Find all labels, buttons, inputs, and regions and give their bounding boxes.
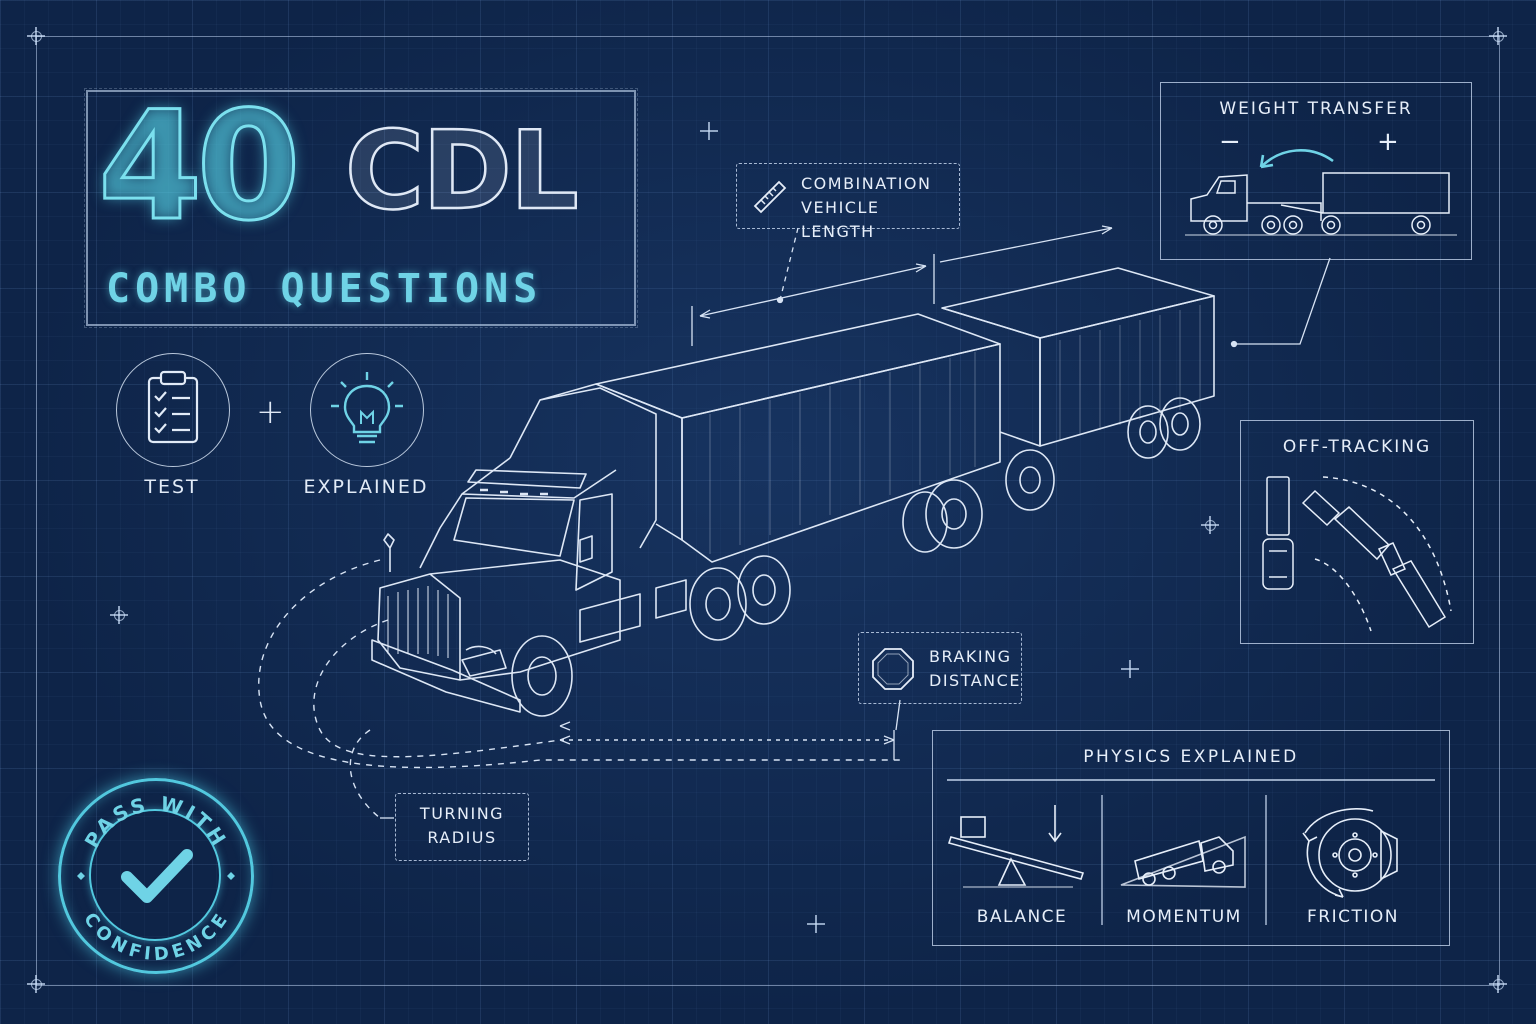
- physics-title: PHYSICS EXPLAINED: [1083, 747, 1299, 767]
- crosshair-icon: [807, 915, 825, 933]
- title-frame-outer: [84, 88, 638, 328]
- stamp-bottom-text: CONFIDENCE: [79, 909, 233, 965]
- weight-transfer-panel: WEIGHT TRANSFER − +: [1160, 82, 1472, 260]
- plus-sign-weight: +: [1377, 127, 1399, 157]
- combination-length-line1: COMBINATION: [801, 174, 932, 193]
- turning-radius-line1: TURNING: [419, 804, 505, 823]
- minus-sign: −: [1219, 127, 1241, 157]
- crosshair-icon: [700, 122, 718, 140]
- physics-icons: [947, 805, 1398, 898]
- stop-sign-icon: [872, 648, 914, 690]
- momentum-label: MOMENTUM: [1126, 907, 1242, 927]
- crosshair-icon: [110, 606, 128, 624]
- truck-on-slope-icon: [1120, 835, 1246, 888]
- corner-crosshair-icon: [27, 975, 45, 993]
- combination-length-line2: VEHICLE LENGTH: [801, 198, 880, 241]
- braking-distance-callout: BRAKING DISTANCE: [858, 632, 1022, 704]
- turning-radius-line2: RADIUS: [427, 828, 497, 847]
- crosshair-icon: [1121, 660, 1139, 678]
- seesaw-icon: [947, 805, 1085, 888]
- brake-disc-icon: [1302, 808, 1398, 898]
- lightbulb-icon: [331, 372, 403, 444]
- clipboard-checklist-icon: [147, 370, 199, 444]
- title-word: CDL: [344, 109, 580, 234]
- braking-distance-line1: BRAKING: [929, 647, 1012, 666]
- off-tracking-panel: OFF-TRACKING: [1240, 420, 1474, 644]
- physics-column-divider: [1101, 795, 1103, 925]
- turning-radius-callout: TURNING RADIUS: [395, 793, 529, 861]
- stamp-top-text: PASS WITH: [80, 791, 232, 852]
- test-label: TEST: [144, 476, 200, 498]
- plus-sign: +: [256, 392, 285, 432]
- stamp-graphics: PASS WITH CONFIDENCE: [77, 791, 235, 965]
- physics-column-divider: [1265, 795, 1267, 925]
- braking-distance-line2: DISTANCE: [929, 671, 1021, 690]
- combination-length-callout: COMBINATION VEHICLE LENGTH: [736, 163, 960, 241]
- corner-crosshair-icon: [1489, 975, 1507, 993]
- physics-explained-panel: PHYSICS EXPLAINED: [932, 730, 1450, 946]
- test-icon-circle: [116, 353, 230, 467]
- title-number: 40: [97, 80, 303, 254]
- friction-label: FRICTION: [1307, 907, 1399, 927]
- pass-with-confidence-stamp: PASS WITH CONFIDENCE: [58, 778, 254, 974]
- weight-transfer-title: WEIGHT TRANSFER: [1219, 99, 1413, 119]
- outer-frame: [36, 36, 1500, 986]
- weight-transfer-diagram: [1185, 149, 1457, 236]
- off-tracking-diagram: [1262, 476, 1452, 632]
- corner-crosshair-icon: [27, 27, 45, 45]
- checkmark-icon: [121, 849, 193, 903]
- physics-divider: [947, 779, 1435, 781]
- title-subtitle: COMBO QUESTIONS: [106, 266, 543, 312]
- stamp-inner-ring: [89, 809, 221, 941]
- ruler-icon: [753, 180, 787, 214]
- explained-label: EXPLAINED: [303, 476, 429, 498]
- off-tracking-title: OFF-TRACKING: [1282, 437, 1432, 457]
- title-frame: [86, 90, 636, 326]
- explained-icon-circle: [310, 353, 424, 467]
- crosshair-icon: [1201, 516, 1219, 534]
- balance-label: BALANCE: [976, 907, 1068, 927]
- corner-crosshair-icon: [1489, 27, 1507, 45]
